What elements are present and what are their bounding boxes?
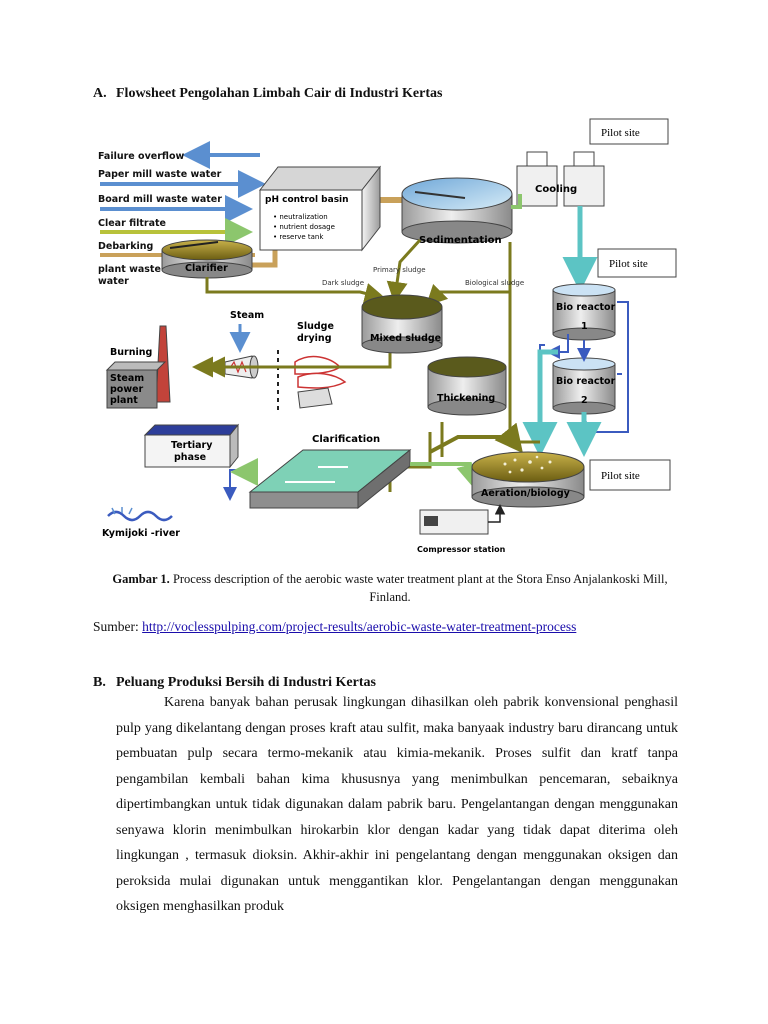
clarification-label: Clarification xyxy=(312,434,380,445)
bioreactor-2-number: 2 xyxy=(581,395,588,406)
source-link[interactable]: http://voclesspulping.com/project-result… xyxy=(142,619,577,634)
ph-item-3: • reserve tank xyxy=(273,233,324,241)
label-paper-mill: Paper mill waste water xyxy=(98,169,222,180)
input-labels: Failure overflow Paper mill waste water … xyxy=(98,151,222,287)
pilot-site-3: Pilot site xyxy=(601,470,640,482)
bioreactor-1-label: Bio reactor xyxy=(556,302,616,313)
section-a-heading: A. Flowsheet Pengolahan Limbah Cair di In… xyxy=(93,86,442,102)
biological-sludge-label: Biological sludge xyxy=(465,279,524,287)
tertiary-phase-unit: Tertiary phase xyxy=(143,423,240,469)
caption-text: Process description of the aerobic waste… xyxy=(172,572,668,604)
sludge-drying-label-2: drying xyxy=(297,333,332,344)
cooling-label: Cooling xyxy=(535,184,577,195)
label-failure-overflow: Failure overflow xyxy=(98,151,184,162)
cooling-unit: Cooling xyxy=(511,151,605,209)
pilot-site-labels: Pilot site Pilot site Pilot site xyxy=(589,118,677,491)
ph-item-1: • neutralization xyxy=(273,213,328,221)
section-a-letter: A. xyxy=(93,86,107,101)
caption-label: Gambar 1. xyxy=(112,572,170,586)
flowsheet-svg: Failure overflow Paper mill waste water … xyxy=(98,118,677,554)
tertiary-label-2: phase xyxy=(174,452,206,463)
dark-sludge-label: Dark sludge xyxy=(322,279,364,287)
mixed-sludge-tank: Mixed sludge xyxy=(361,294,443,354)
clarifier-tank: Clarifier xyxy=(161,239,253,279)
kymijoki-river: Kymijoki -river xyxy=(102,507,180,539)
steam-plant-label-2: power xyxy=(110,384,144,395)
river-label: Kymijoki -river xyxy=(102,528,180,539)
to-river-arrow xyxy=(223,469,242,501)
sedimentation-tank: Sedimentation xyxy=(401,177,513,246)
wastewater-flowsheet-diagram: Failure overflow Paper mill waste water … xyxy=(90,112,690,567)
section-b-title: Peluang Produksi Bersih di Industri Kert… xyxy=(116,675,376,690)
section-a-title: Flowsheet Pengolahan Limbah Cair di Indu… xyxy=(116,86,443,101)
bio-reactor-2: Bio reactor 2 xyxy=(552,357,616,415)
aeration-label: Aeration/biology xyxy=(481,488,571,499)
thickening-tank: Thickening xyxy=(427,356,507,416)
section-b-paragraph: Karena banyak bahan perusak lingkungan d… xyxy=(116,695,678,914)
sludge-drying-label-1: Sludge xyxy=(297,321,334,332)
steam-power-plant: Steam power plant xyxy=(105,325,171,409)
aeration-biology-tank: Aeration/biology xyxy=(471,451,585,508)
label-water: water xyxy=(98,276,129,287)
ph-basin-title: pH control basin xyxy=(265,195,349,205)
source-label: Sumber: xyxy=(93,619,139,634)
steam-label: Steam xyxy=(230,310,264,321)
compressor-label: Compressor station xyxy=(417,545,506,554)
clarifier-label: Clarifier xyxy=(185,263,228,274)
section-b-heading: B. Peluang Produksi Bersih di Industri Ke… xyxy=(93,675,376,691)
steam-plant-label-1: Steam xyxy=(110,373,144,384)
section-b-letter: B. xyxy=(93,675,106,690)
sludge-labels: Primary sludge Dark sludge Biological sl… xyxy=(322,266,524,287)
primary-sludge-label: Primary sludge xyxy=(373,266,426,274)
label-clear-filtrate: Clear filtrate xyxy=(98,218,166,229)
ph-control-basin: pH control basin • neutralization • nutr… xyxy=(258,165,382,252)
compressor-station: Compressor station xyxy=(417,504,506,554)
tertiary-label-1: Tertiary xyxy=(171,440,213,451)
label-debarking: Debarking xyxy=(98,241,153,252)
steam-plant-label-3: plant xyxy=(110,395,138,406)
bioreactor-1-number: 1 xyxy=(581,321,588,332)
ph-item-2: • nutrient dosage xyxy=(273,223,335,231)
bioreactor-2-label: Bio reactor xyxy=(556,376,616,387)
sludge-return-line xyxy=(429,422,523,454)
bioreactor-to-aeration-pipes xyxy=(522,349,602,457)
label-plant-waste: plant waste xyxy=(98,264,161,275)
pilot-site-2: Pilot site xyxy=(609,258,648,270)
mixed-sludge-label: Mixed sludge xyxy=(370,333,441,344)
sedimentation-label: Sedimentation xyxy=(419,235,502,246)
burning-label: Burning xyxy=(110,347,152,358)
pilot-site-1: Pilot site xyxy=(601,127,640,139)
source-line: Sumber: http://voclesspulping.com/projec… xyxy=(93,619,576,635)
figure-caption: Gambar 1. Process description of the aer… xyxy=(110,570,670,606)
label-board-mill: Board mill waste water xyxy=(98,194,222,205)
thickening-label: Thickening xyxy=(437,393,495,404)
clarification-basin: Clarification xyxy=(248,434,412,510)
bio-reactor-1: Bio reactor 1 xyxy=(552,283,616,341)
